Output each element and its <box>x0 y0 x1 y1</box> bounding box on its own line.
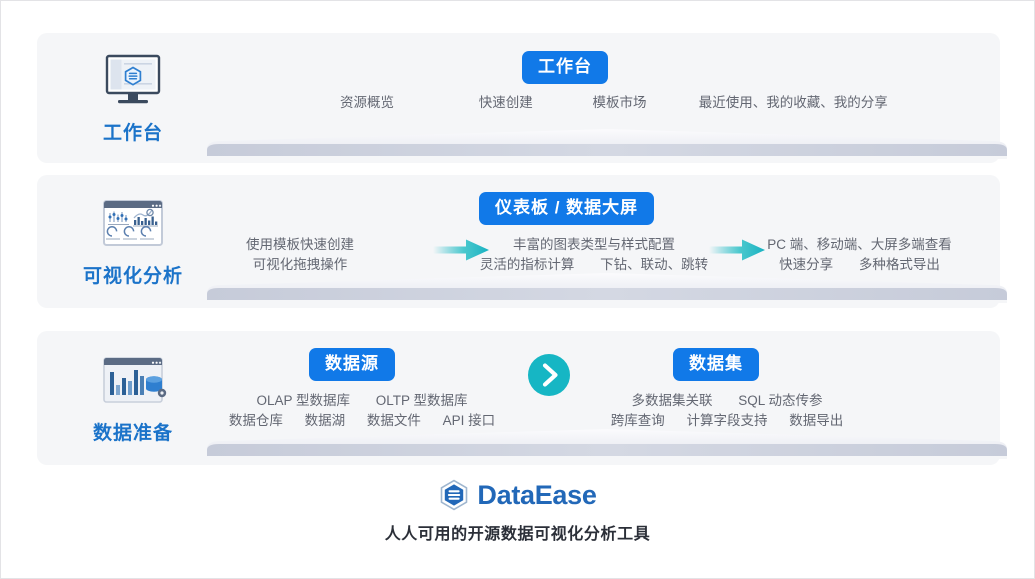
feature-item: 数据湖 <box>304 413 346 428</box>
stage-label-workbench: 工作台 <box>102 122 163 144</box>
feature-item: 跨库查询 <box>610 413 665 428</box>
section-panel-data-preparation: 数据准备 数据源 <box>37 331 1007 465</box>
feature-item: 快速创建 <box>478 95 533 110</box>
feature-item: 资源概览 <box>340 95 394 110</box>
tagline: 人人可用的开源数据可视化分析工具 <box>384 526 651 543</box>
dataset-features: 多数据集关联 SQL 动态传参 跨库查询 计算字段支持 数据导出 <box>577 391 877 431</box>
dashboard-charts-icon <box>93 195 173 255</box>
feature-item: OLAP 型数据库 <box>256 393 350 408</box>
stage-visual-analysis: 可视化分析 <box>63 175 203 308</box>
feature-item: SQL 动态传参 <box>738 393 823 408</box>
datasource-features: OLAP 型数据库 OLTP 型数据库 数据仓库 数据湖 数据文件 API 接口 <box>212 391 512 431</box>
brand-lockup: DataEase <box>1 479 1034 511</box>
circle-chevron-right-icon[interactable] <box>527 353 571 397</box>
feature-item: 数据仓库 <box>228 413 283 428</box>
feature-item: 模板市场 <box>592 95 647 110</box>
workbench-features: 资源概览 快速创建 模板市场 最近使用、我的收藏、我的分享 <box>287 93 987 113</box>
podium-visual-analysis <box>207 273 1007 303</box>
feature-item: 可视化拖拽操作 <box>252 257 348 272</box>
stage-workbench: 工作台 <box>63 33 203 163</box>
feature-item: PC 端、移动端、大屏多端查看 <box>767 237 952 252</box>
monitor-workbench-icon <box>93 52 173 112</box>
feature-item: 下钻、联动、跳转 <box>600 257 709 272</box>
feature-item: OLTP 型数据库 <box>375 393 468 408</box>
feature-item: 使用模板快速创建 <box>246 237 354 252</box>
section-panel-workbench: 工作台 工作台 <box>37 33 1007 163</box>
badge-datasource[interactable]: 数据源 <box>309 348 395 381</box>
feature-item: 多种格式导出 <box>858 257 940 272</box>
badge-workbench[interactable]: 工作台 <box>522 51 608 84</box>
chart-config-features: 丰富的图表类型与样式配置 灵活的指标计算 下钻、联动、跳转 <box>469 235 719 275</box>
bar-chart-database-icon <box>93 352 173 412</box>
podium-workbench <box>207 129 1007 159</box>
flat-arrow-icon <box>709 238 765 262</box>
feature-item: 计算字段支持 <box>686 413 768 428</box>
feature-item: 最近使用、我的收藏、我的分享 <box>698 95 888 110</box>
badge-dataset[interactable]: 数据集 <box>673 348 759 381</box>
feature-item: 数据导出 <box>789 413 844 428</box>
flat-arrow-icon <box>433 238 489 262</box>
feature-item: 灵活的指标计算 <box>479 257 575 272</box>
feature-item: 多数据集关联 <box>631 393 713 408</box>
dataease-hexagon-logo-icon <box>438 479 470 511</box>
brand-name: DataEase <box>477 479 597 510</box>
stage-data-preparation: 数据准备 <box>63 331 203 465</box>
badge-dashboard-bigscreen[interactable]: 仪表板 / 数据大屏 <box>479 192 655 225</box>
create-features: 使用模板快速创建 可视化拖拽操作 <box>205 235 395 275</box>
share-export-features: PC 端、移动端、大屏多端查看 快速分享 多种格式导出 <box>737 235 982 275</box>
feature-item: 丰富的图表类型与样式配置 <box>513 237 675 252</box>
podium-data-preparation <box>207 429 1007 459</box>
footer-branding: DataEase 人人可用的开源数据可视化分析工具 <box>1 479 1034 544</box>
stage-label-visual-analysis: 可视化分析 <box>82 266 183 287</box>
feature-item: API 接口 <box>442 413 496 428</box>
feature-item: 数据文件 <box>366 413 421 428</box>
feature-item: 快速分享 <box>779 257 834 272</box>
stage-label-data-preparation: 数据准备 <box>92 422 173 444</box>
section-panel-visual-analysis: 可视化分析 仪表板 / <box>37 175 1007 308</box>
